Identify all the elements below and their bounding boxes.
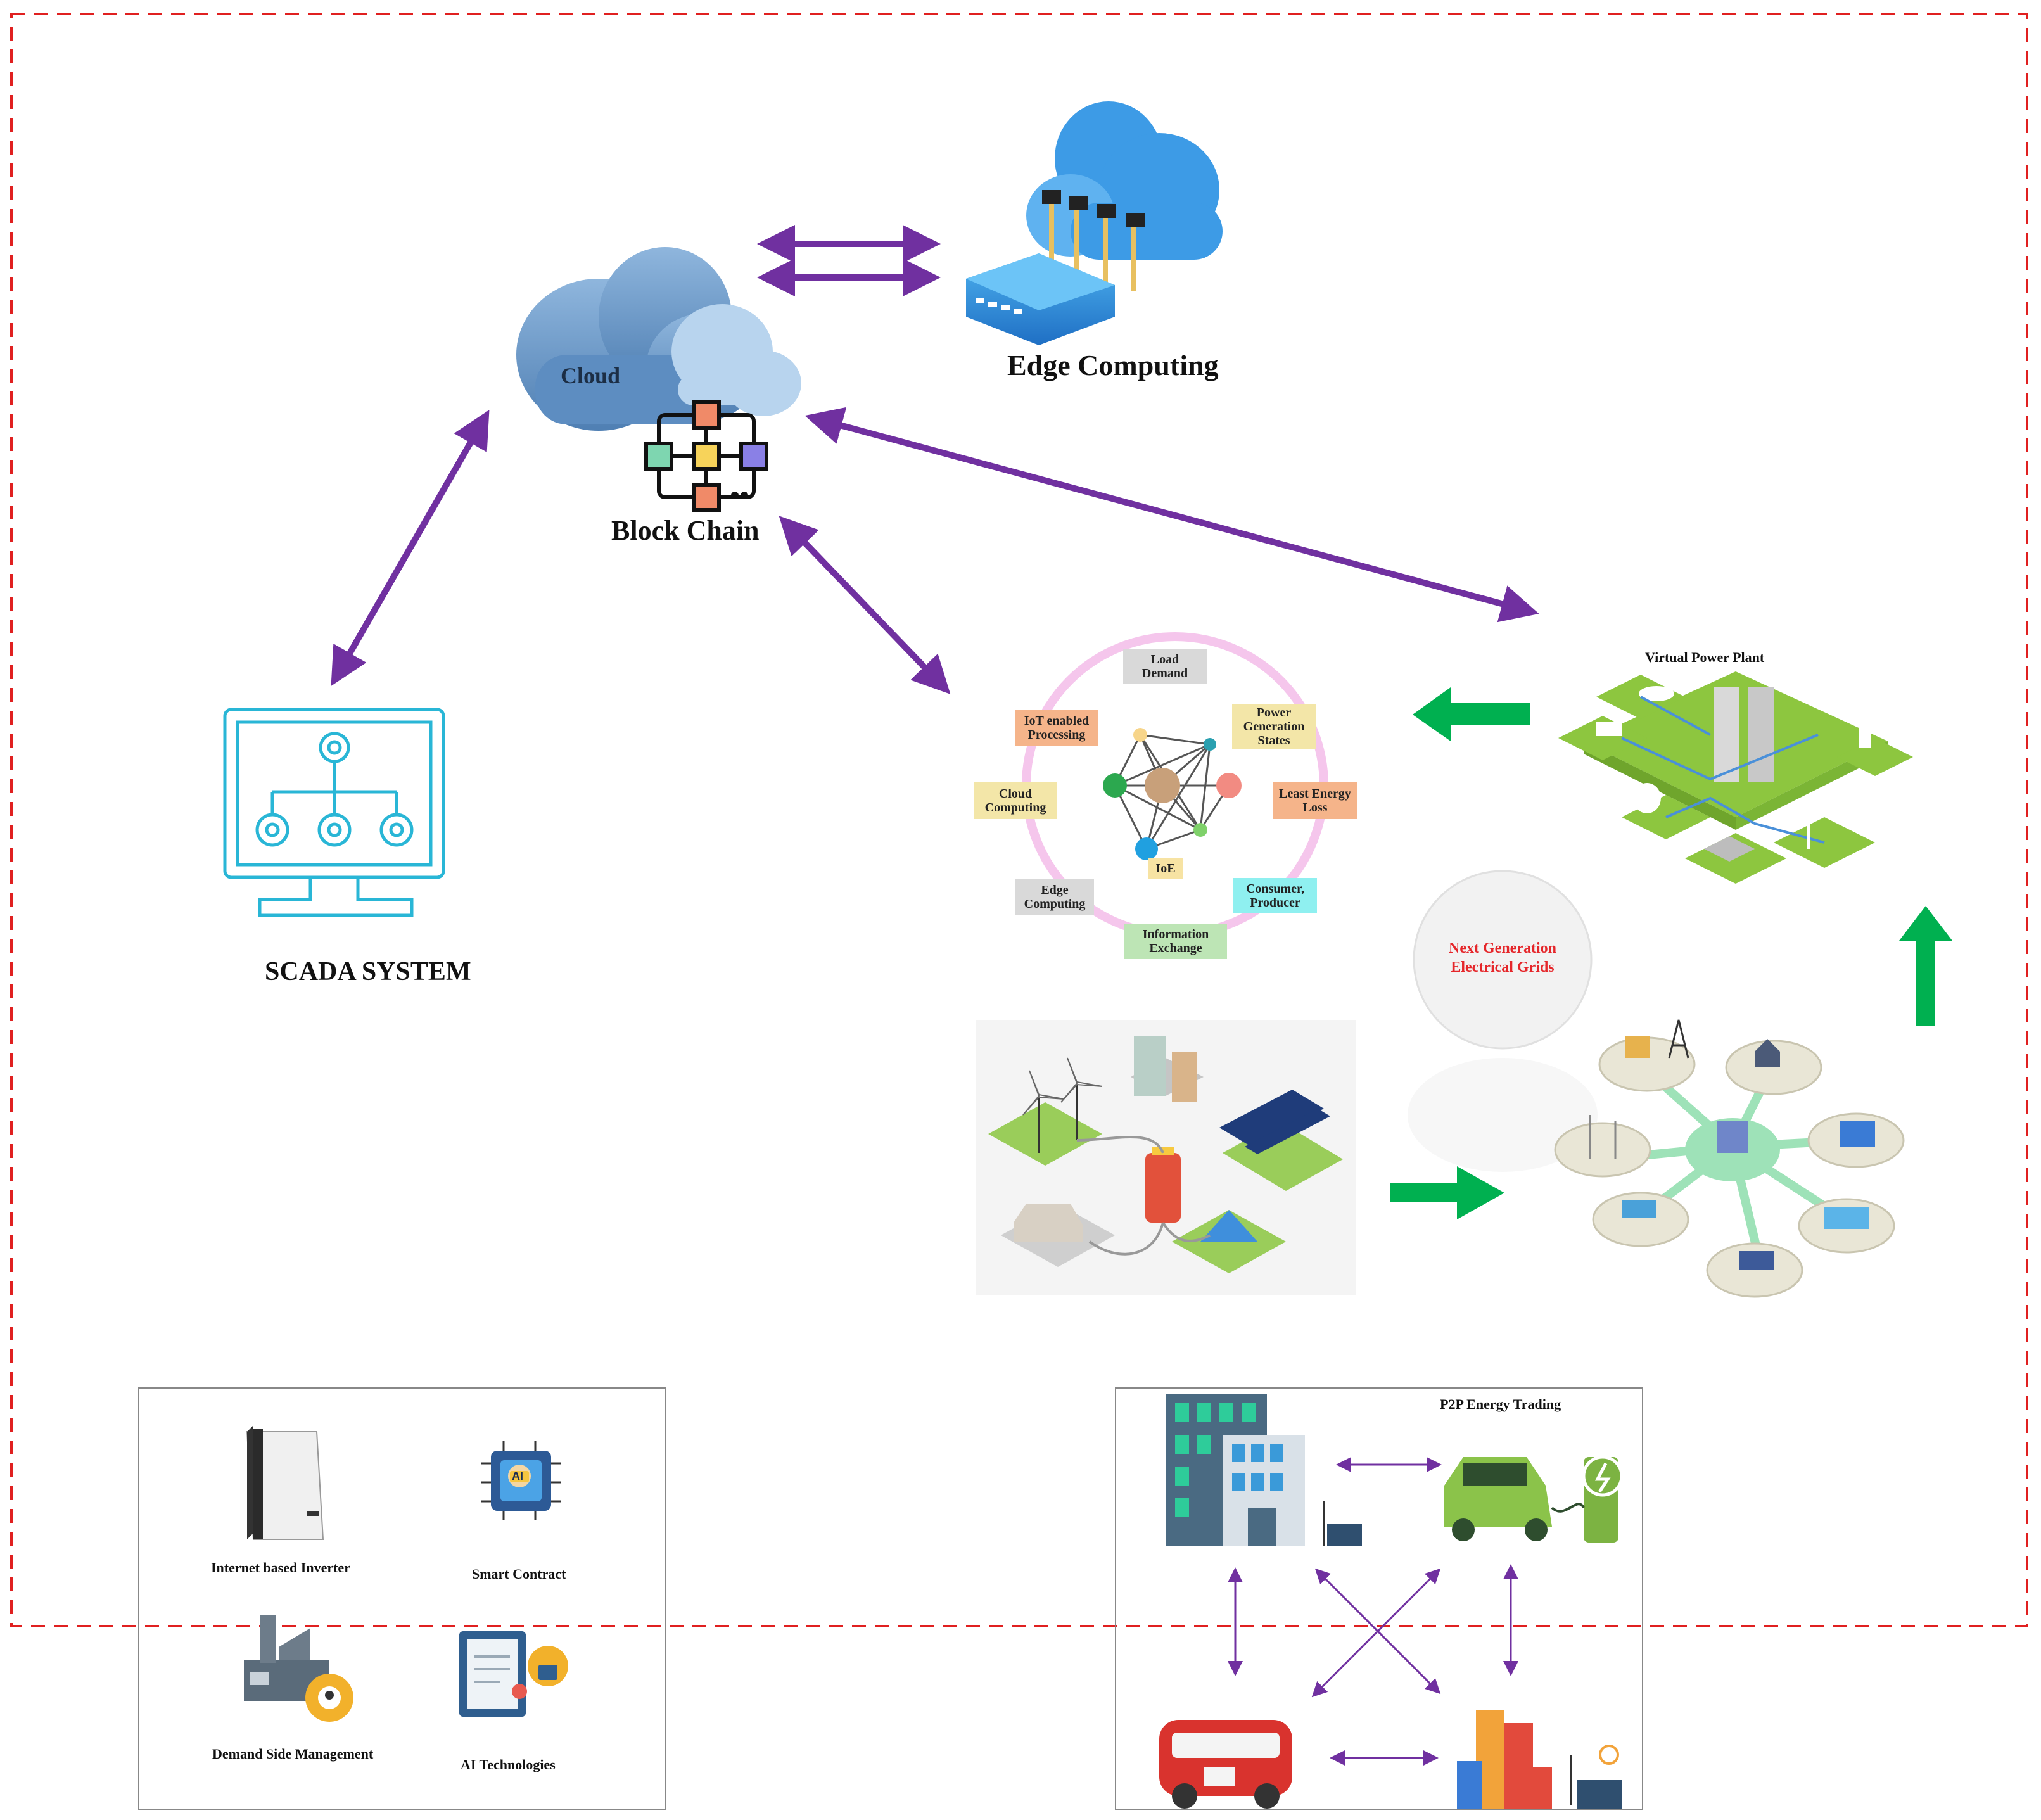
vpp-label: Virtual Power Plant	[1645, 649, 1765, 665]
smart-city-illustration	[976, 1020, 1356, 1295]
ring-edge-computing: Edge Computing	[1015, 879, 1094, 915]
edge-computing-icon	[966, 101, 1223, 345]
dashed-boundary	[10, 13, 2028, 1627]
city-solar-icon	[1457, 1710, 1622, 1809]
dsm-label: Demand Side Management	[212, 1746, 374, 1762]
ring-cloud-computing: Cloud Computing	[974, 782, 1057, 819]
grid-hub-illustration	[1554, 1019, 1905, 1298]
ring-least-energy-loss: Least Energy Loss	[1273, 782, 1357, 819]
p2p-panel	[1115, 1387, 1643, 1810]
ai-document-lock-icon	[459, 1631, 568, 1717]
p2p-title: P2P Energy Trading	[1440, 1396, 1561, 1412]
ring-ioe: IoE	[1148, 858, 1183, 879]
cloud-label: Cloud	[561, 363, 621, 388]
factory-gear-icon	[244, 1615, 353, 1722]
ev-car-charger-icon	[1444, 1455, 1624, 1543]
smart-contract-label: Smart Contract	[472, 1566, 566, 1582]
green-arrows	[1390, 687, 1952, 1219]
inverter-icon	[246, 1425, 324, 1540]
inverter-label: Internet based Inverter	[211, 1560, 350, 1575]
ai-chip-icon	[481, 1441, 561, 1520]
cloud-icon	[516, 247, 801, 431]
virtual-power-plant-illustration	[1558, 671, 1913, 884]
ring-load-demand: Load Demand	[1123, 649, 1207, 684]
ai-technologies-label: AI Technologies	[461, 1757, 556, 1772]
ring-iot-processing: IoT enabled Processing	[1015, 710, 1098, 746]
p2p-arrows	[1228, 1457, 1518, 1766]
edge-computing-label: Edge Computing	[1007, 349, 1219, 381]
next-gen-label: Next Generation Electrical Grids	[1449, 940, 1556, 976]
scada-label: SCADA SYSTEM	[265, 957, 471, 986]
ring-power-generation: Power Generation States	[1232, 704, 1316, 749]
ai-chip-text: AI	[512, 1470, 523, 1482]
scada-monitor-icon	[223, 708, 445, 917]
building-icon	[1166, 1394, 1362, 1546]
ring-information-exchange: Information Exchange	[1124, 924, 1227, 959]
block-chain-label: Block Chain	[611, 515, 760, 546]
ring-consumer-producer: Consumer, Producer	[1233, 878, 1317, 913]
blockchain-icon	[644, 400, 768, 512]
components-panel	[138, 1387, 666, 1810]
electric-bus-icon	[1159, 1720, 1292, 1809]
purple-arrows	[331, 225, 1539, 694]
next-gen-circle	[1413, 870, 1593, 1050]
